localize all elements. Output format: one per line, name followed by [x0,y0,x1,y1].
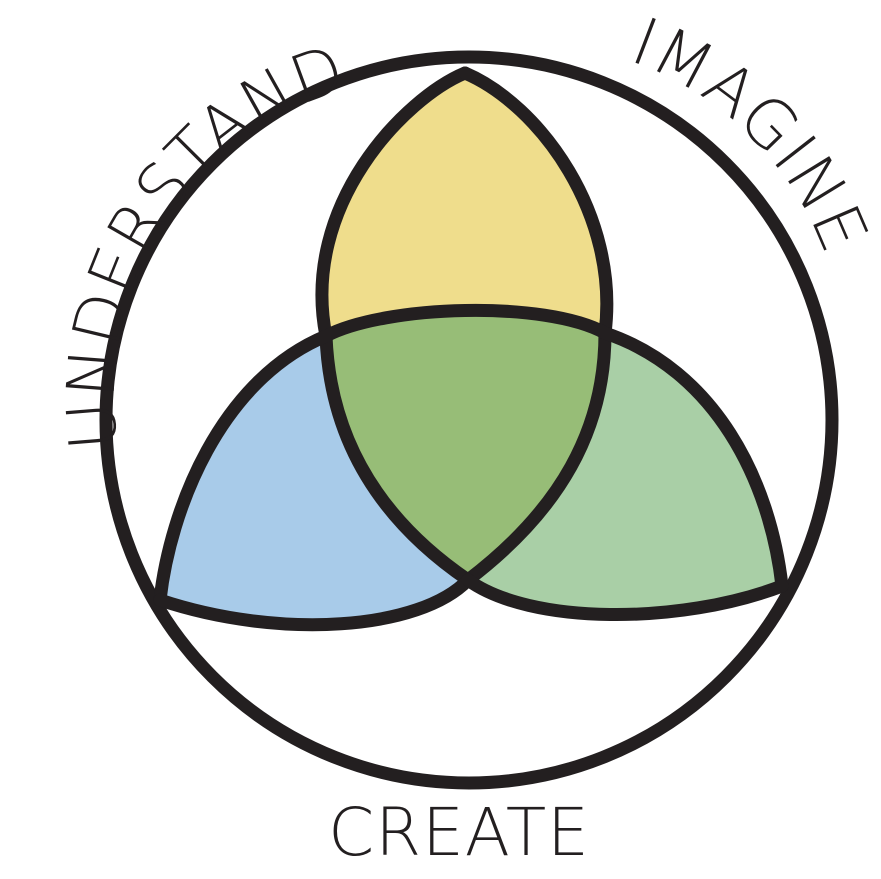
yellow-petal [321,73,607,336]
horizontal-arc-outline [153,303,789,607]
blue-petal-bottom-outline [153,573,475,632]
outer-circle [99,50,839,790]
create-label: CREATE [328,794,590,871]
green-petal-bottom-outline [461,573,789,622]
imagine-label: IMAGINE [622,3,881,263]
